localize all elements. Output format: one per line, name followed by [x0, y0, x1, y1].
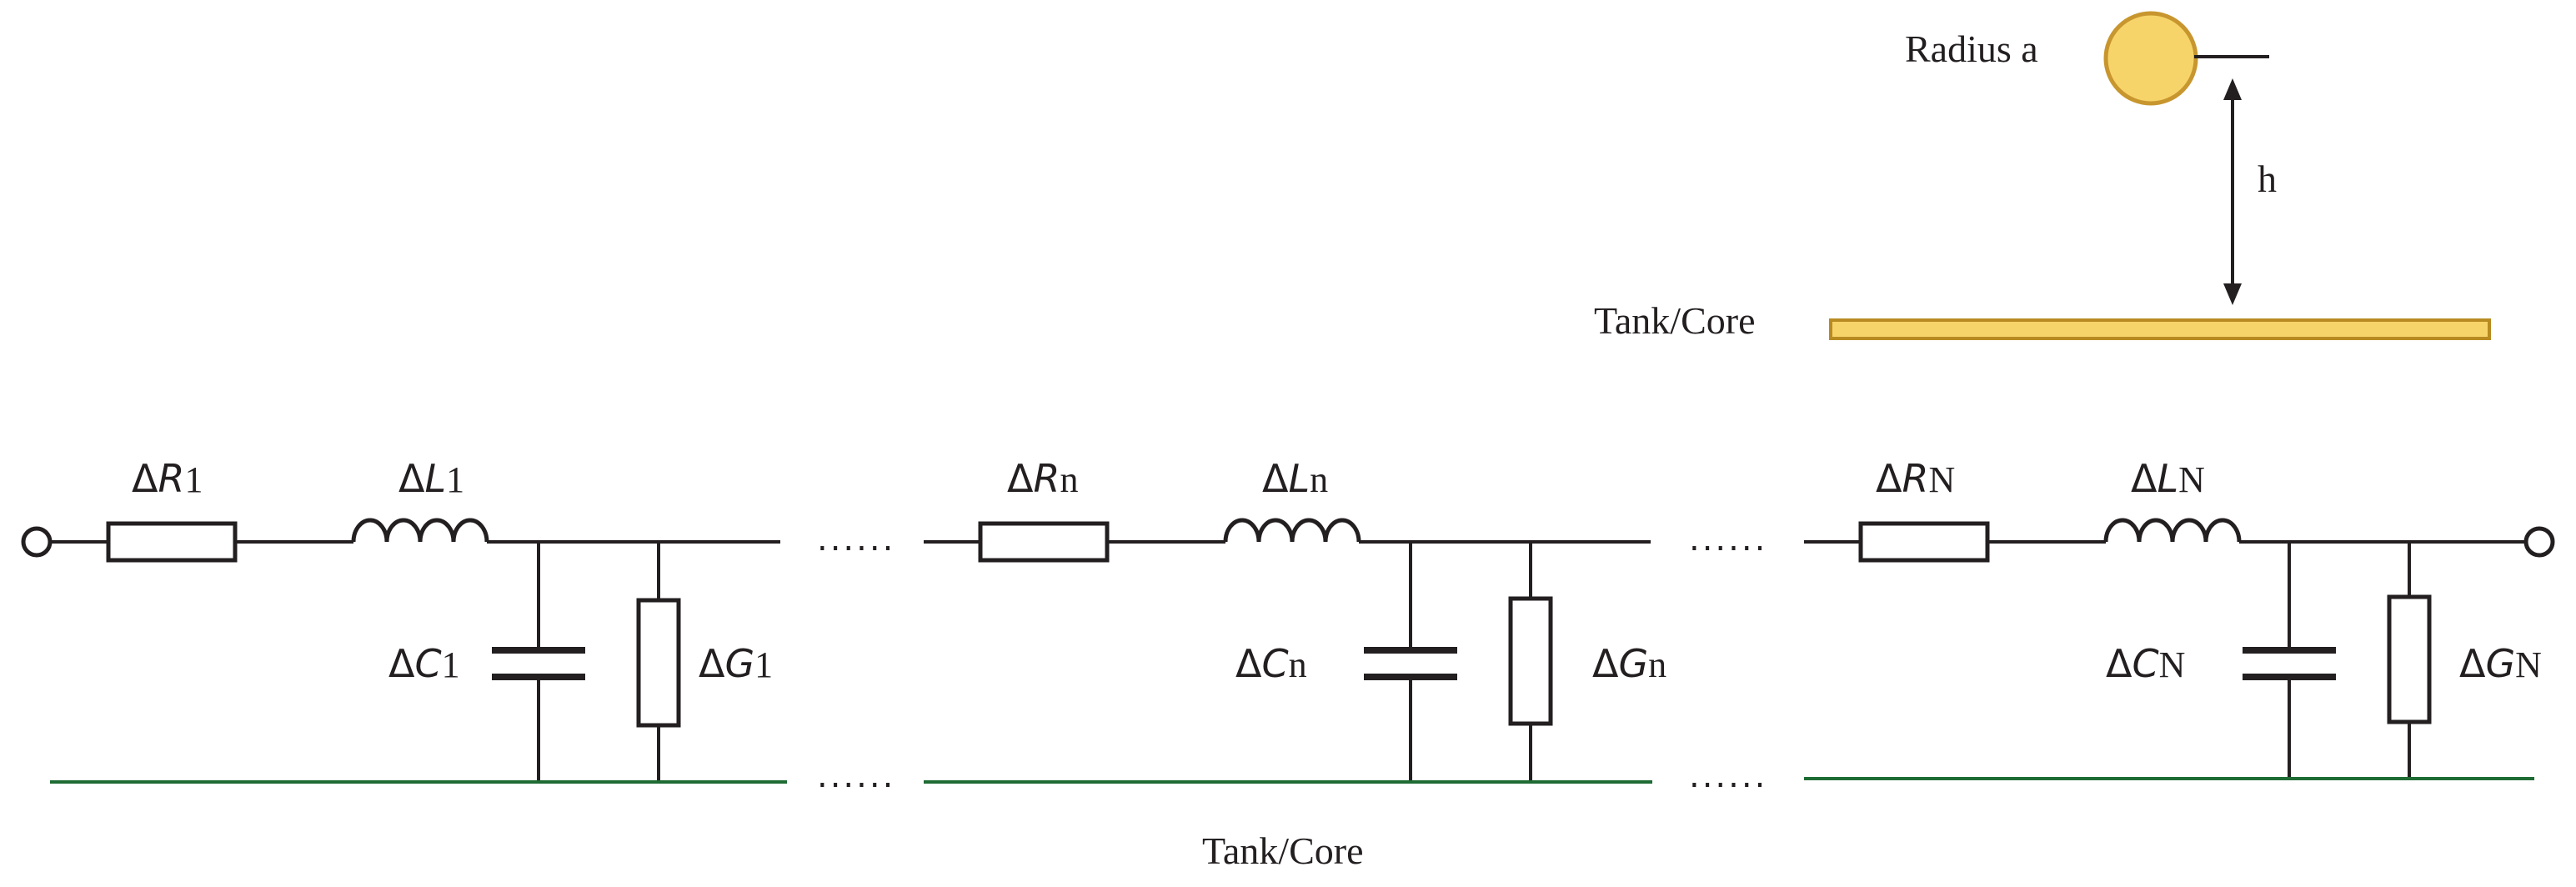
- ellipsis-series-1: ......: [817, 520, 895, 559]
- label-rN: ΔRN: [1876, 456, 1955, 501]
- conductance-g1: [636, 598, 681, 728]
- inductor-lN: [2103, 518, 2242, 543]
- section-n: ΔRn ΔLn ΔCn ΔGn: [924, 456, 1666, 782]
- label-r1: ΔR1: [132, 456, 203, 501]
- label-cn: ΔCn: [1235, 641, 1307, 686]
- ground-label: Tank/Core: [1202, 829, 1364, 872]
- height-arrow-top: [2223, 78, 2242, 100]
- height-label: h: [2258, 158, 2277, 200]
- label-cN: ΔCN: [2106, 641, 2185, 686]
- label-c1: ΔC1: [388, 641, 460, 686]
- label-gN: ΔGN: [2459, 641, 2542, 686]
- inductor-ln: [1223, 518, 1361, 543]
- plane-label: Tank/Core: [1594, 299, 1756, 342]
- section-1: ΔR1 ΔL1 ΔC1 ΔG1: [106, 456, 780, 782]
- conductance-gn: [1508, 596, 1553, 726]
- label-lN: ΔLN: [2131, 456, 2205, 501]
- radius-label: Radius a: [1905, 28, 2038, 70]
- label-gn: ΔGn: [1592, 641, 1666, 686]
- label-ln: ΔLn: [1262, 456, 1328, 501]
- tank-core-plane: [1829, 318, 2491, 340]
- ellipsis-ground-1: ......: [817, 757, 895, 795]
- input-terminal: [21, 526, 53, 558]
- ellipsis-series-2: ......: [1689, 520, 1767, 559]
- resistor-rn: [978, 521, 1110, 563]
- output-terminal: [2523, 526, 2555, 558]
- height-arrow-bottom: [2223, 283, 2242, 305]
- resistor-rN: [1858, 521, 1990, 563]
- ellipsis-ground-2: ......: [1689, 757, 1767, 795]
- label-l1: ΔL1: [398, 456, 464, 501]
- section-N: ΔRN ΔLN ΔCN ΔGN: [1804, 456, 2542, 779]
- conductance-gN: [2387, 594, 2432, 724]
- conductor-circle: [2103, 11, 2198, 106]
- label-rn: ΔRn: [1007, 456, 1078, 501]
- conductor-cross-section: Radius a h Tank/Core: [1594, 11, 2491, 342]
- label-g1: ΔG1: [699, 641, 773, 686]
- ladder-network: ΔR1 ΔL1 ΔC1 ΔG1 ...... ...... ΔRn ΔLn ΔC…: [21, 456, 2555, 872]
- inductor-l1: [351, 518, 489, 543]
- resistor-r1: [106, 521, 238, 563]
